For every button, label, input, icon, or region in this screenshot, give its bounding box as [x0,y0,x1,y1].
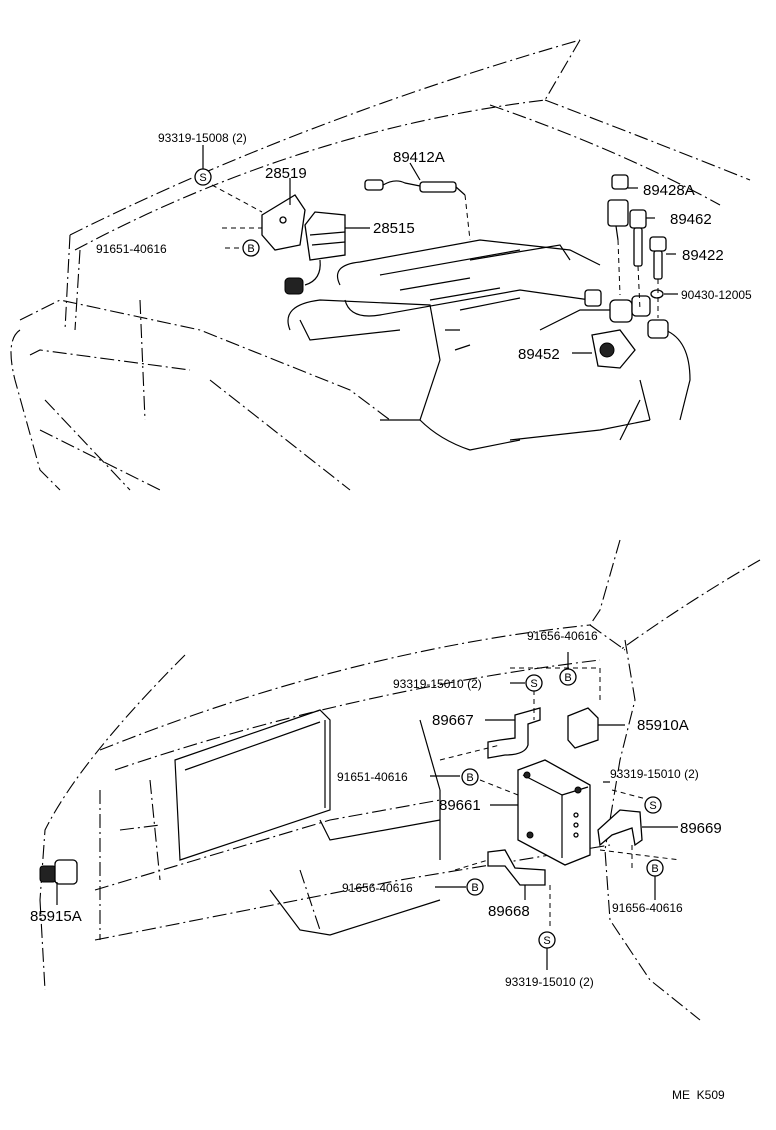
marker-s-bottom-3: S [538,931,556,949]
part-89669-bracket [597,809,643,847]
part-85915A-sensor [39,859,78,885]
label-28519: 28519 [265,165,307,182]
label-90430-12005: 90430-12005 [681,288,752,302]
label-89422: 89422 [682,247,724,264]
dashboard-illustration [39,539,761,1021]
label-91656-40616-mid: 91656-40616 [342,881,413,895]
label-93319-15008: 93319-15008 (2) [158,131,247,145]
part-89462-sensor [629,209,647,267]
label-93319-15010-c: 93319-15010 (2) [505,975,594,989]
part-89422-sensor [649,236,667,280]
marker-s-letter: S [649,800,656,812]
part-89667-bracket [487,707,541,759]
diagram-code: ME K509 [672,1088,725,1102]
label-89412A: 89412A [393,149,445,166]
marker-b-letter: B [471,882,478,894]
bottom-leader-lines [56,652,681,970]
label-89462: 89462 [670,211,712,228]
marker-s-bottom-1: S [525,674,543,692]
label-93319-15010-a: 93319-15010 (2) [393,677,482,691]
marker-s-letter: S [543,935,550,947]
part-89661-ecu [517,759,591,866]
part-89412A-sensor [364,179,466,196]
marker-b-letter: B [247,243,254,255]
marker-s-letter: S [199,172,206,184]
label-89452: 89452 [518,346,560,363]
label-91651-40616: 91651-40616 [96,242,167,256]
top-leader-lines [202,145,678,354]
part-89428A-sensor [607,174,629,241]
label-89668: 89668 [488,903,530,920]
part-28515-relay [284,211,346,295]
label-85915A: 85915A [30,908,82,925]
label-93319-15010-b: 93319-15010 (2) [610,767,699,781]
label-91656-40616-right: 91656-40616 [612,901,683,915]
part-89668-bracket [487,849,546,886]
marker-b-top: B [242,239,260,257]
label-89667: 89667 [432,712,474,729]
part-90430-gasket [650,289,664,299]
part-85910A-relay [567,707,599,749]
marker-b-bottom-1: B [559,668,577,686]
part-89452-throttle-sensor [591,329,636,369]
label-28515: 28515 [373,220,415,237]
marker-b-bottom-4: B [466,878,484,896]
label-85910A: 85910A [637,717,689,734]
marker-s-letter: S [530,678,537,690]
engine-bay-illustration [10,39,751,491]
part-28519-bracket [261,194,306,251]
label-89428A: 89428A [643,182,695,199]
marker-b-letter: B [466,772,473,784]
marker-b-letter: B [564,672,571,684]
marker-s-bottom-2: S [644,796,662,814]
marker-b-letter: B [651,863,658,875]
label-91651-40616-bottom: 91651-40616 [337,770,408,784]
label-89661: 89661 [439,797,481,814]
marker-s-top: S [194,168,212,186]
marker-b-bottom-2: B [461,768,479,786]
label-91656-40616-top: 91656-40616 [527,629,598,643]
marker-b-bottom-3: B [646,859,664,877]
label-89669: 89669 [680,820,722,837]
